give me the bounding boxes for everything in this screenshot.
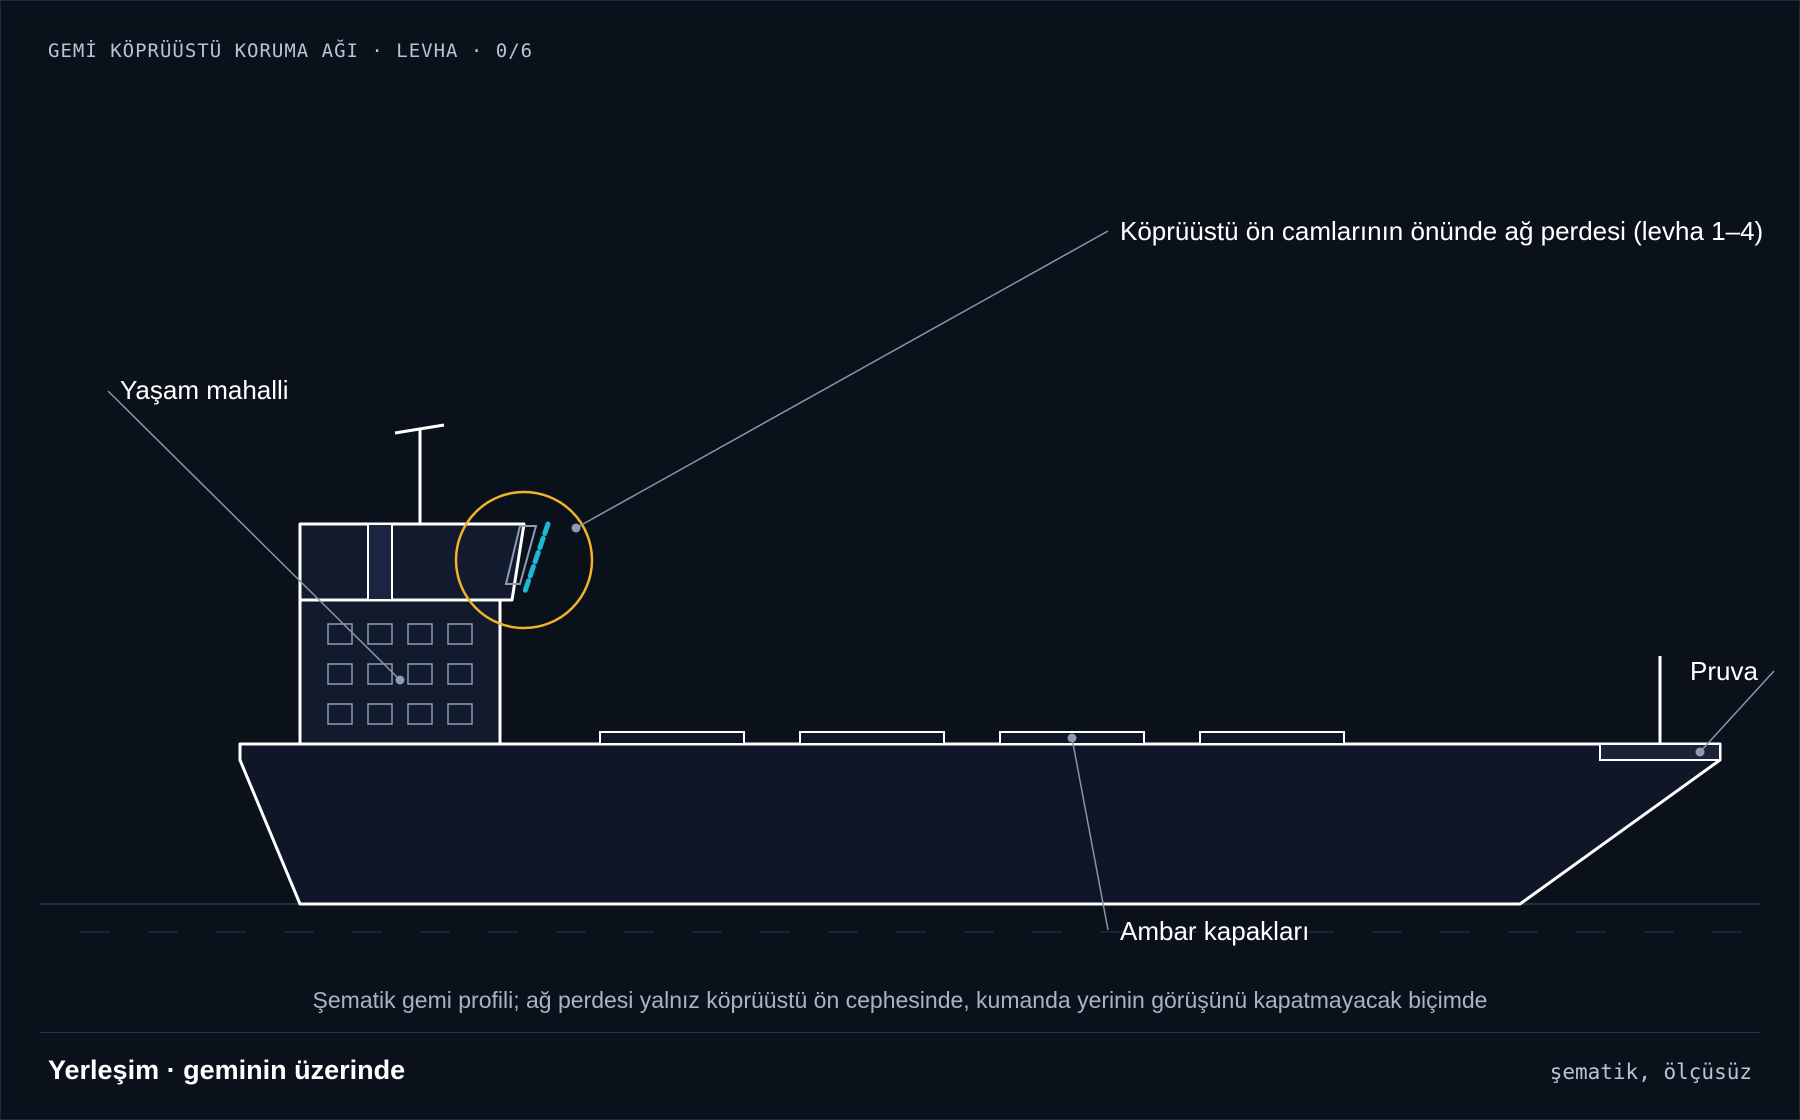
label-accommodation: Yaşam mahalli	[120, 375, 289, 405]
footer-title: Yerleşim · geminin üzerinde	[48, 1055, 406, 1085]
hatch-covers	[599, 731, 1345, 745]
hull	[238, 742, 1722, 906]
leader-dots	[395, 523, 1705, 757]
label-bow: Pruva	[1690, 656, 1758, 686]
header-title: GEMİ KÖPRÜÜSTÜ KORUMA AĞI · LEVHA · 0/6	[48, 40, 534, 62]
accommodation-block	[298, 598, 502, 746]
accommodation-windows	[327, 623, 473, 725]
bridge-house	[298, 522, 526, 602]
bridge-door	[367, 523, 393, 601]
bridge-window	[504, 525, 538, 585]
footer-divider	[40, 1032, 1760, 1033]
leader-lines	[107, 230, 1775, 931]
bridge-net	[521, 521, 551, 597]
radar-yard	[394, 423, 445, 435]
label-bridge-net: Köprüüstü ön camlarının önünde ağ perdes…	[1120, 216, 1763, 246]
diagram-caption: Şematik gemi profili; ağ perdesi yalnız …	[312, 987, 1488, 1013]
highlight-circle-icon	[454, 490, 594, 630]
label-hatches: Ambar kapakları	[1120, 916, 1309, 946]
footer-note: şematik, ölçüsüz	[1549, 1060, 1752, 1084]
